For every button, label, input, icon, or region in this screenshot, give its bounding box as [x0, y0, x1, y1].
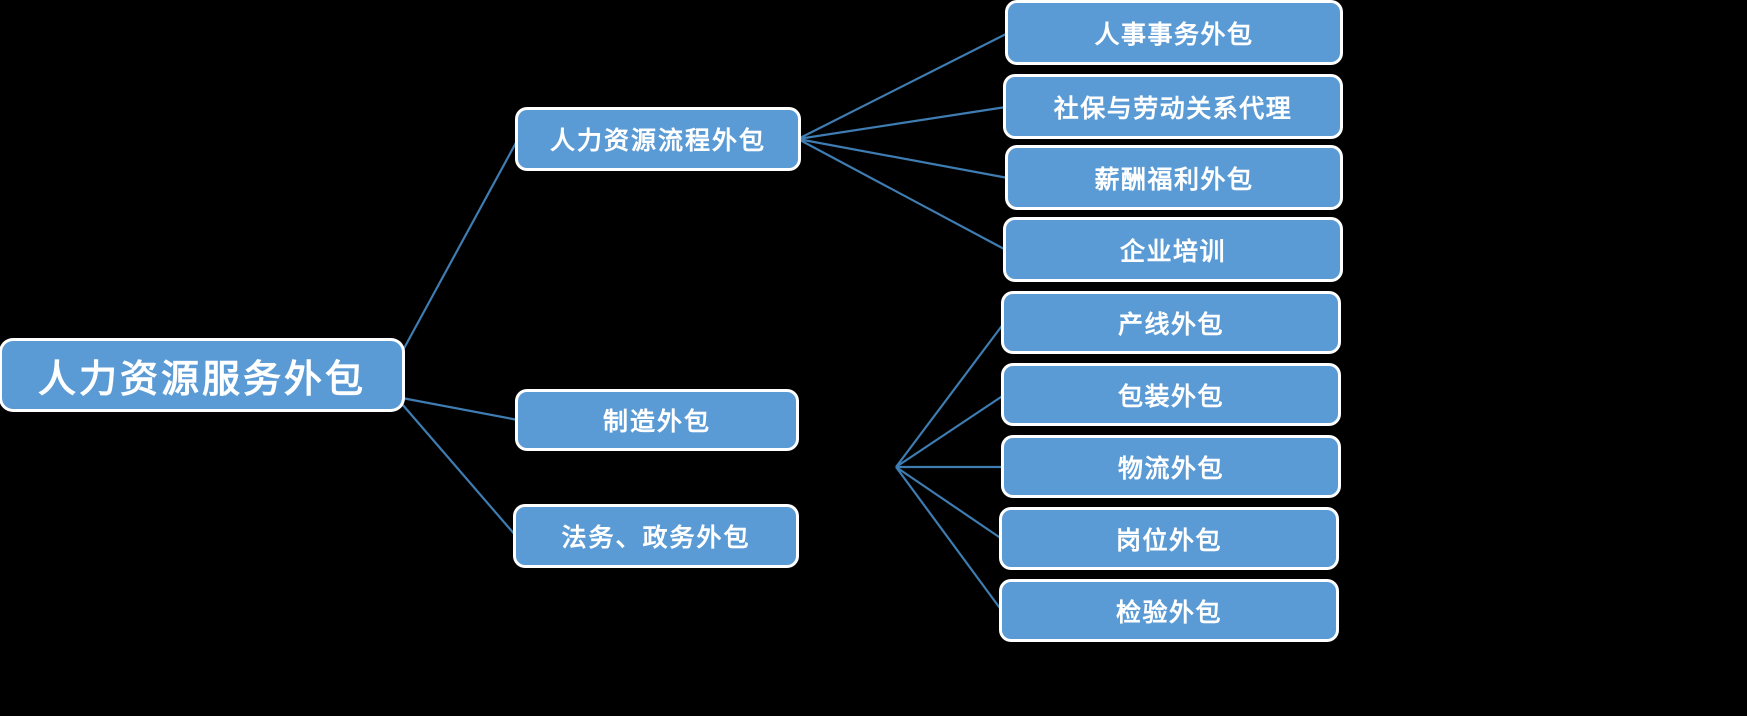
connector-manufacturing-to-production-line: [895, 322, 1005, 468]
branch-node-hr-process[interactable]: 人力资源流程外包: [518, 110, 798, 168]
branch-node-legal-government[interactable]: 法务、政务外包: [516, 507, 796, 565]
leaf-node-production-line[interactable]: 产线外包: [1004, 294, 1338, 351]
connector-hr-process-to-payroll-benefits: [797, 137, 1009, 180]
connector-hr-process-to-enterprise-training: [797, 138, 1007, 251]
leaf-node-position[interactable]: 岗位外包: [1002, 510, 1336, 567]
connector-hr-process-to-hr-affairs: [797, 32, 1009, 140]
leaf-node-payroll-benefits[interactable]: 薪酬福利外包: [1008, 148, 1340, 207]
connector-manufacturing-to-packaging: [895, 394, 1005, 468]
connector-manufacturing-to-position: [895, 466, 1003, 540]
leaf-node-hr-affairs[interactable]: 人事事务外包: [1008, 3, 1340, 62]
leaf-node-social-insurance[interactable]: 社保与劳动关系代理: [1006, 77, 1340, 136]
leaf-node-inspection[interactable]: 检验外包: [1002, 582, 1336, 639]
leaf-node-packaging[interactable]: 包装外包: [1004, 366, 1338, 423]
branch-node-manufacturing[interactable]: 制造外包: [518, 392, 796, 448]
leaf-node-enterprise-training[interactable]: 企业培训: [1006, 220, 1340, 279]
root-node-hr-service-outsourcing[interactable]: 人力资源服务外包: [2, 341, 402, 409]
connector-root-to-legal-government: [401, 403, 517, 537]
connector-manufacturing-to-inspection: [895, 466, 1003, 612]
connector-hr-process-to-social-insurance: [797, 105, 1007, 141]
connector-root-to-manufacturing: [401, 396, 519, 422]
connector-root-to-hr-process: [401, 138, 519, 353]
leaf-node-logistics[interactable]: 物流外包: [1004, 438, 1338, 495]
